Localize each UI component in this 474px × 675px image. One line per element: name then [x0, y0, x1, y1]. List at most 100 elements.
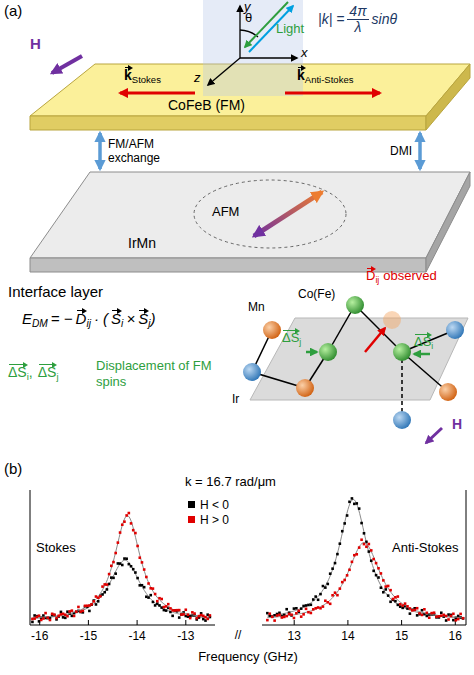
energy-formula: ×	[126, 310, 135, 327]
data-point	[377, 567, 380, 570]
data-point	[293, 617, 296, 620]
data-point	[426, 615, 429, 618]
wavevector-label-group: kAnti-Stokes	[297, 67, 353, 85]
wavevector-label: Stokes	[132, 74, 161, 85]
data-point	[341, 581, 344, 584]
data-point	[406, 605, 409, 608]
data-point	[119, 531, 122, 534]
data-point	[92, 600, 95, 603]
tick-label-group: 14	[341, 629, 354, 643]
data-point	[106, 583, 109, 586]
data-point	[462, 617, 465, 620]
data-point	[435, 616, 438, 619]
data-point	[130, 522, 133, 525]
data-point	[171, 615, 174, 618]
tick-label: 13	[288, 629, 301, 643]
atom-label: Mn	[248, 300, 265, 314]
data-point	[55, 617, 58, 620]
data-point	[88, 610, 91, 613]
data-point	[397, 595, 400, 598]
data-point	[285, 608, 288, 611]
data-point	[44, 612, 47, 615]
data-point	[307, 604, 310, 607]
angle-symbol-group: θ	[245, 10, 252, 26]
data-point	[49, 619, 52, 622]
data-point	[336, 594, 339, 597]
data-point	[372, 558, 375, 561]
coupling-label: DMI	[390, 144, 412, 158]
drawing-stroke	[185, 620, 186, 625]
drawing-stroke	[446, 321, 464, 339]
axis-title: Frequency (GHz)	[198, 649, 298, 664]
data-point	[193, 612, 196, 615]
data-point	[428, 616, 431, 619]
data-point	[90, 603, 93, 606]
spin-symbol: j	[299, 337, 301, 347]
afm-outline	[194, 180, 346, 248]
dmi-vector-label: D	[366, 268, 375, 284]
spin-symbol-group: ΔSi	[414, 334, 433, 351]
peak-label-group: Stokes	[36, 540, 76, 556]
tick-label: -14	[128, 629, 145, 643]
wavevector-formula-group: |k| =4πλsinθ	[318, 4, 397, 36]
wavevector-value-group: k = 16.7 rad/μm	[185, 474, 276, 490]
layer-name: IrMn	[128, 236, 156, 251]
slab-face	[30, 116, 426, 130]
data-point	[132, 568, 135, 571]
data-point	[117, 541, 120, 544]
data-point	[440, 611, 443, 614]
data-point	[370, 549, 373, 552]
data-point	[351, 561, 354, 564]
energy-formula: DM	[32, 318, 48, 329]
atom-label: Co(Fe)	[298, 287, 335, 301]
energy-formula: j	[148, 318, 150, 329]
plane-of-incidence	[203, 0, 303, 96]
energy-formula: S	[111, 310, 121, 328]
data-point	[154, 593, 157, 596]
data-point	[114, 572, 117, 575]
drawing-stroke	[137, 620, 138, 625]
tick-label-group: -14	[128, 629, 145, 643]
data-point	[413, 609, 416, 612]
data-point	[447, 618, 450, 621]
data-point	[339, 587, 342, 590]
afm-spin-arrow	[254, 192, 322, 236]
data-point	[343, 579, 346, 582]
data-point	[430, 612, 433, 615]
layer-name: AFM	[212, 204, 239, 219]
data-point	[399, 603, 402, 606]
data-point	[310, 603, 313, 606]
fit-curve	[32, 560, 209, 618]
data-point	[387, 594, 390, 597]
drawing-stroke	[347, 620, 348, 625]
data-point	[457, 615, 460, 618]
data-point	[401, 607, 404, 610]
data-point	[348, 568, 351, 571]
legend-text: H < 0	[200, 498, 229, 512]
data-point	[382, 591, 385, 594]
energy-formula: E	[22, 310, 32, 327]
data-point	[46, 616, 49, 619]
data-point	[141, 561, 144, 564]
data-point	[353, 554, 356, 557]
data-point	[355, 553, 358, 556]
data-point	[380, 572, 383, 575]
data-point	[271, 616, 274, 619]
data-point	[326, 583, 329, 586]
data-point	[370, 559, 373, 562]
wavevector-label: k	[297, 67, 305, 84]
data-point	[416, 607, 419, 610]
plot-axes	[30, 490, 466, 625]
dmi-vector-label-group: Dijobserved	[366, 268, 437, 285]
tick-label-group: -16	[31, 629, 48, 643]
spin-symbol-group: ΔSj	[282, 330, 301, 347]
field-label-group: H	[30, 35, 41, 53]
data-point	[401, 604, 404, 607]
light-label-group: Light	[276, 21, 304, 37]
tick-label: -15	[80, 629, 97, 643]
atom-label: Ir	[232, 392, 239, 406]
k-antistokes-arrow	[285, 92, 380, 95]
peak-label: Stokes	[36, 540, 76, 555]
data-point	[418, 612, 421, 615]
data-point	[452, 613, 455, 616]
